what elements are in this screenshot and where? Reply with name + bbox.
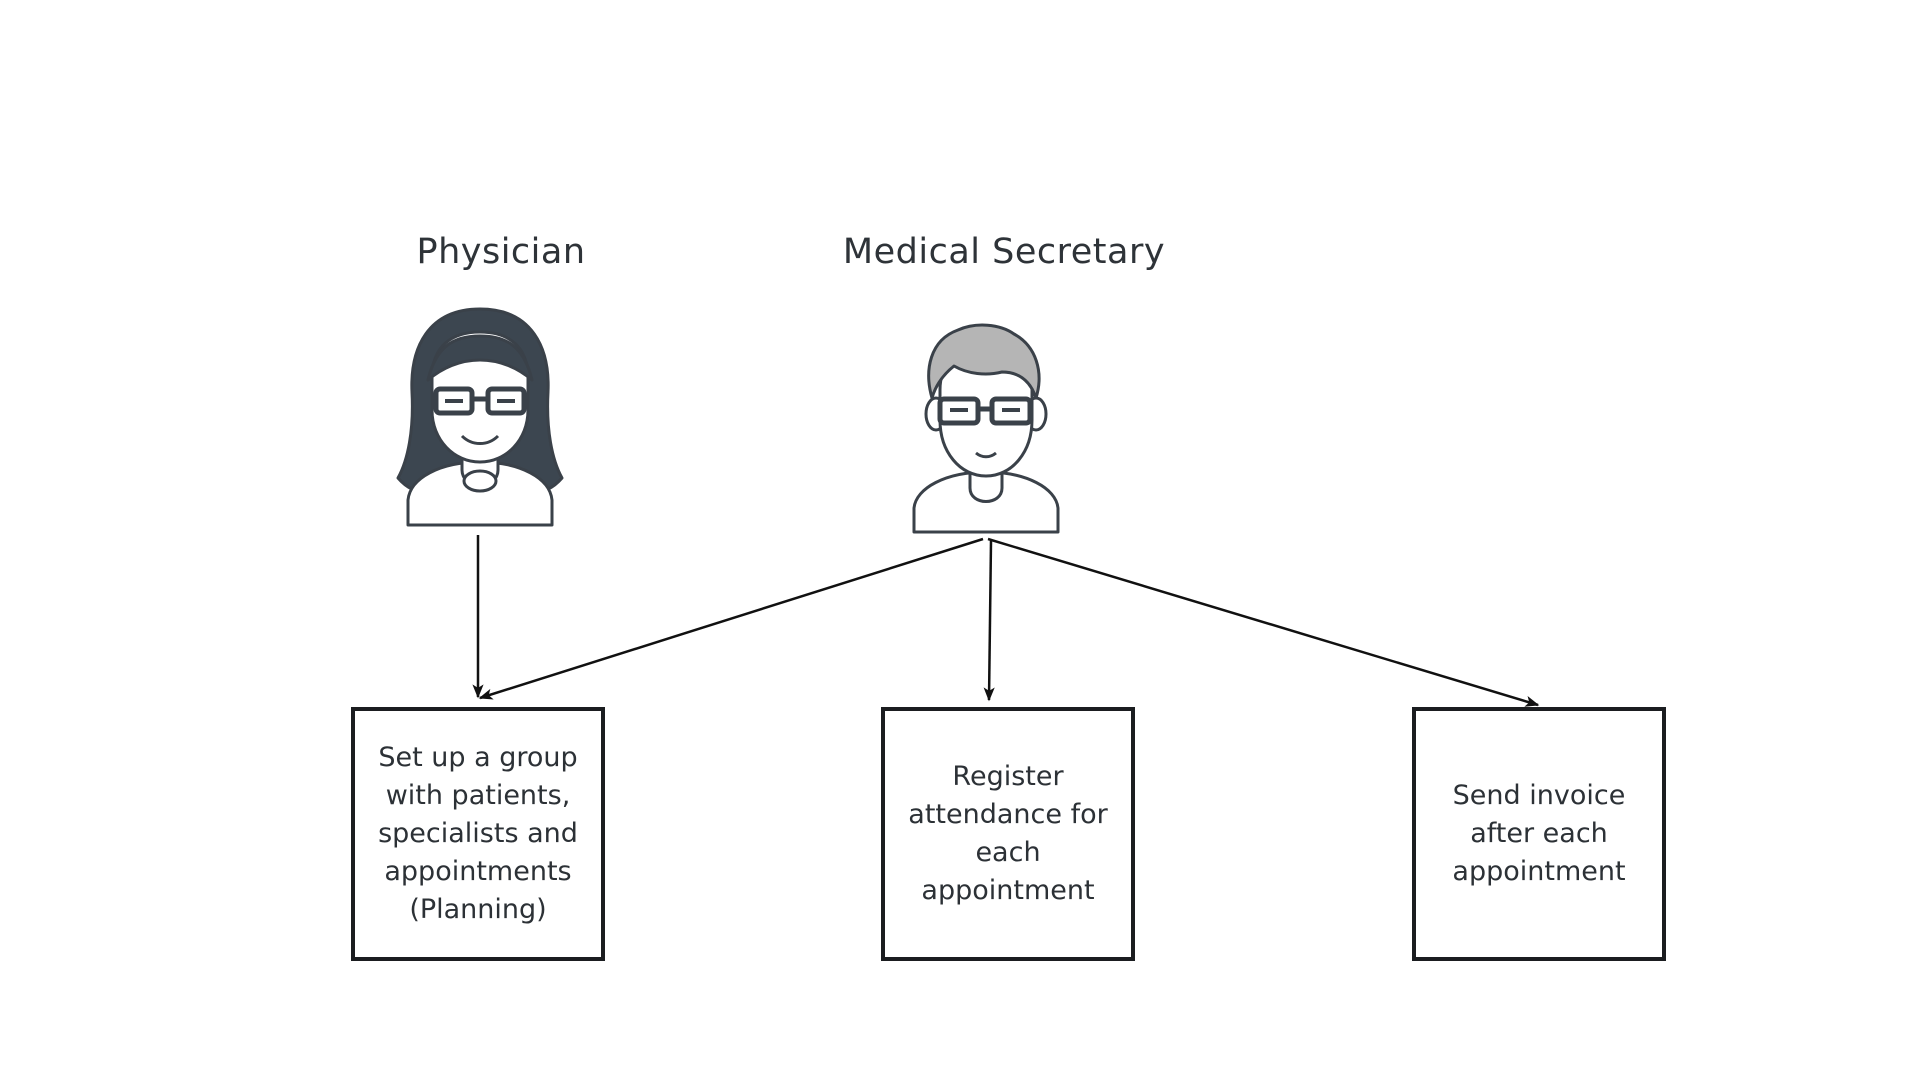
task-box-invoice: Send invoice after each appointment <box>1412 707 1666 961</box>
medical-secretary-label: Medical Secretary <box>842 232 1166 272</box>
arrow-secretary-to-invoice <box>987 537 1540 707</box>
task-planning-text: Set up a group with patients, specialist… <box>378 742 578 925</box>
task-invoice-text: Send invoice after each appointment <box>1452 780 1626 887</box>
arrow-secretary-to-attendance <box>983 540 995 702</box>
task-attendance-text: Register attendance for each appointment <box>908 761 1108 906</box>
task-box-attendance: Register attendance for each appointment <box>881 707 1135 961</box>
task-box-planning: Set up a group with patients, specialist… <box>351 707 605 961</box>
arrow-secretary-to-planning <box>478 537 984 700</box>
secretary-avatar-icon <box>912 323 1060 534</box>
physician-label: Physician <box>416 232 586 272</box>
physician-avatar-icon <box>396 307 564 527</box>
